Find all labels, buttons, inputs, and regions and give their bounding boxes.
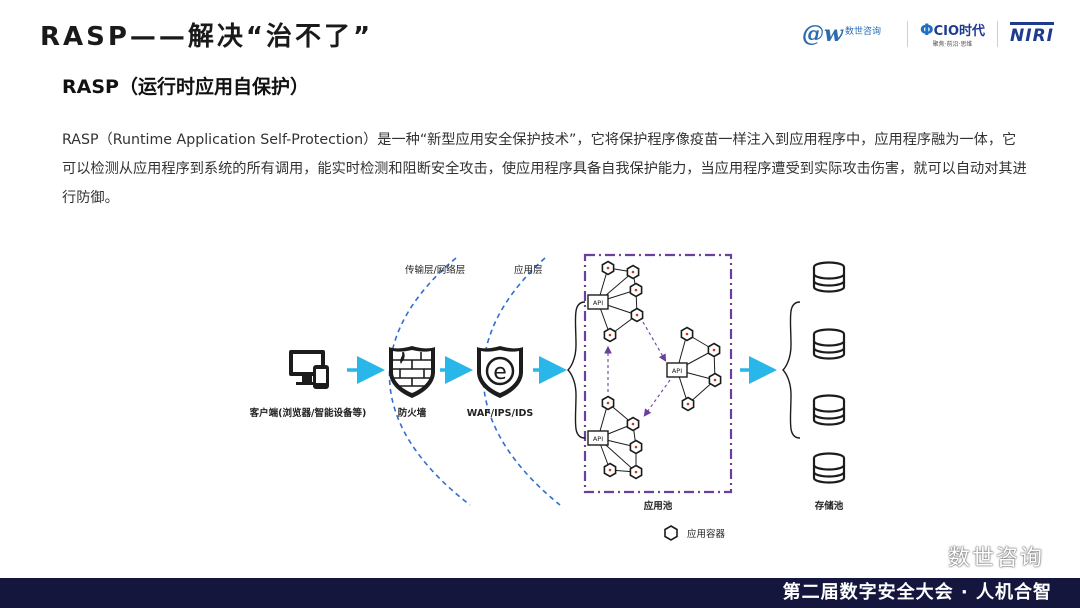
storage-pool-label: 存储池	[814, 500, 844, 512]
api-node-label: API	[672, 367, 682, 375]
wechat-icon	[911, 545, 941, 567]
shushi-logo-text: 数世咨询	[844, 26, 881, 37]
app-cluster-middle: API	[666, 326, 722, 412]
footer-conference-title: 第二届数字安全大会 · 人机合智	[782, 582, 1052, 603]
app-pool-boundary	[583, 253, 733, 494]
api-node-label: API	[593, 435, 603, 443]
waf-label: WAF/IPS/IDS	[467, 408, 534, 419]
watermark-text: 数世咨询	[947, 546, 1044, 571]
app-cluster-top: API	[587, 260, 644, 343]
database-icon	[812, 452, 846, 484]
footer-bar	[0, 578, 1080, 608]
transport-zone-boundary	[388, 257, 471, 506]
legend-container-label: 应用容器	[687, 528, 726, 540]
cio-logo-sub: 聚焦·前沿·思维	[932, 41, 973, 48]
client-device-icon	[289, 350, 329, 389]
firewall-label: 防火墙	[398, 407, 427, 419]
watermark: 数世咨询	[911, 540, 1044, 572]
cio-logo-mark: Φ	[919, 20, 934, 39]
logo-divider	[997, 21, 999, 47]
database-icon	[812, 328, 846, 360]
api-node-label: API	[593, 299, 603, 307]
app-cluster-bottom: API	[587, 395, 643, 480]
logo-divider	[906, 21, 908, 47]
description-paragraph: RASP（Runtime Application Self-Protection…	[62, 132, 1027, 206]
app-pool-label: 应用池	[644, 500, 673, 512]
app-pool-bracket	[567, 301, 586, 439]
cio-logo-text: CIO时代	[933, 24, 986, 39]
waf-shield-letter: e	[493, 360, 507, 385]
shushi-logo: @w 数世咨询	[802, 21, 881, 47]
legend-container-icon	[664, 525, 678, 541]
transport-zone-label: 传输层/网络层	[405, 264, 465, 276]
partner-logos: @w 数世咨询 ΦCIO时代 聚焦·前沿·思维 NIRI	[802, 14, 1054, 54]
waf-shield-icon: e	[477, 346, 523, 398]
storage-pool-bracket	[782, 301, 801, 439]
client-label: 客户端(浏览器/智能设备等)	[249, 407, 367, 419]
pool-flow-middle-to-bottom	[643, 379, 671, 417]
section-subtitle: RASP（运行时应用自保护）	[62, 76, 309, 98]
app-zone-label: 应用层	[514, 264, 543, 276]
pool-flow-top-to-middle	[642, 321, 667, 362]
firewall-shield-icon	[389, 346, 435, 398]
shushi-logo-mark: @w	[802, 21, 843, 47]
slide-title: RASP——解决“治不了”	[40, 22, 374, 52]
niri-logo: NIRI	[1010, 22, 1054, 46]
cio-logo: ΦCIO时代 聚焦·前沿·思维	[920, 20, 985, 48]
database-icon	[812, 261, 846, 293]
database-icon	[812, 394, 846, 426]
